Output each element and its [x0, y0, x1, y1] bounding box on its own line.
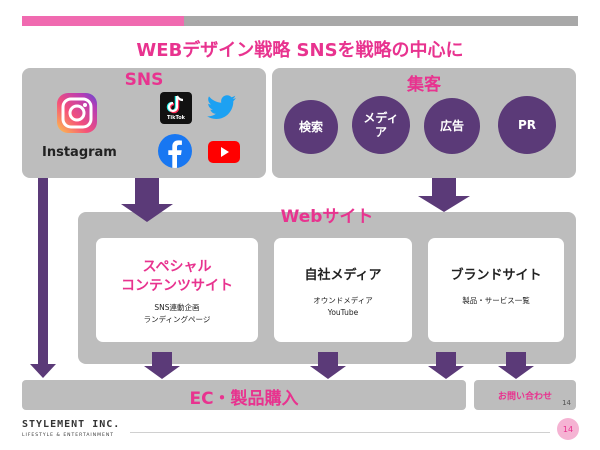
arrow-sns-to-ec — [38, 178, 48, 364]
contact-page-number: 14 — [562, 399, 571, 407]
acquisition-panel: 集客 検索 メディア 広告 PR — [272, 68, 576, 178]
card-title-line: スペシャル — [142, 259, 212, 275]
slide-title: WEBデザイン戦略 SNSを戦略の中心に — [136, 40, 464, 61]
header-bar — [184, 16, 578, 26]
arrow-card2-to-ec — [318, 352, 338, 366]
acquisition-panel-title: 集客 — [407, 75, 441, 95]
channel-ads: 広告 — [424, 98, 480, 154]
arrow-acq-to-web — [432, 178, 456, 196]
website-panel-title: Webサイト — [280, 207, 374, 227]
channel-pr: PR — [498, 96, 556, 154]
card-subtitle-line: 製品・サービス一覧 — [462, 296, 530, 305]
arrow-head — [498, 366, 534, 379]
tiktok-label: TikTok — [167, 115, 185, 121]
instagram-label: Instagram — [42, 145, 117, 160]
header-accent-bar — [22, 16, 184, 26]
arrow-card3-to-ec — [436, 352, 456, 366]
arrow-head — [121, 204, 173, 222]
website-panel: Webサイト スペシャル コンテンツサイト SNS連動企画 ランディングページ … — [78, 207, 576, 364]
card-title-line: ブランドサイト — [450, 268, 542, 283]
card-subtitle-line: オウンドメディア — [313, 296, 373, 305]
card-subtitle-line: ランディングページ — [143, 315, 211, 324]
twitter-icon[interactable] — [206, 94, 238, 122]
instagram-icon[interactable] — [54, 90, 100, 136]
arrow-head — [428, 366, 464, 379]
page-number: 14 — [557, 418, 579, 440]
company-logo: STYLEMENT INC. — [22, 419, 121, 430]
card-title-line: コンテンツサイト — [121, 278, 233, 294]
arrow-head — [418, 196, 470, 212]
arrow-card3-to-contact — [506, 352, 526, 366]
footer-divider — [130, 432, 550, 433]
channel-search: 検索 — [284, 100, 338, 154]
channel-media: メディア — [352, 96, 410, 154]
ec-purchase-label: EC・製品購入 — [189, 389, 299, 409]
tiktok-icon[interactable]: TikTok — [160, 92, 192, 124]
card-subtitle-line: SNS連動企画 — [154, 303, 200, 312]
arrow-head — [144, 366, 180, 379]
youtube-icon[interactable] — [208, 141, 240, 163]
facebook-icon[interactable] — [158, 134, 192, 168]
card-subtitle-line: YouTube — [327, 308, 359, 317]
card-title-line: 自社メディア — [304, 268, 382, 283]
arrow-card1-to-ec — [152, 352, 172, 366]
arrow-sns-to-web — [135, 178, 159, 204]
sns-panel: SNS Instagram TikTok — [22, 68, 266, 178]
card-brand-site: ブランドサイト 製品・サービス一覧 — [428, 238, 564, 342]
contact-label: お問い合わせ — [497, 392, 552, 402]
sns-panel-title: SNS — [124, 70, 164, 90]
card-special-content: スペシャル コンテンツサイト SNS連動企画 ランディングページ — [96, 238, 258, 342]
card-owned-media: 自社メディア オウンドメディア YouTube — [274, 238, 412, 342]
arrow-head — [30, 364, 56, 378]
company-tagline: LIFESTYLE & ENTERTAINMENT — [22, 433, 114, 438]
ec-purchase-bar: EC・製品購入 — [22, 380, 466, 410]
contact-bar: お問い合わせ 14 — [474, 380, 576, 410]
arrow-head — [310, 366, 346, 379]
